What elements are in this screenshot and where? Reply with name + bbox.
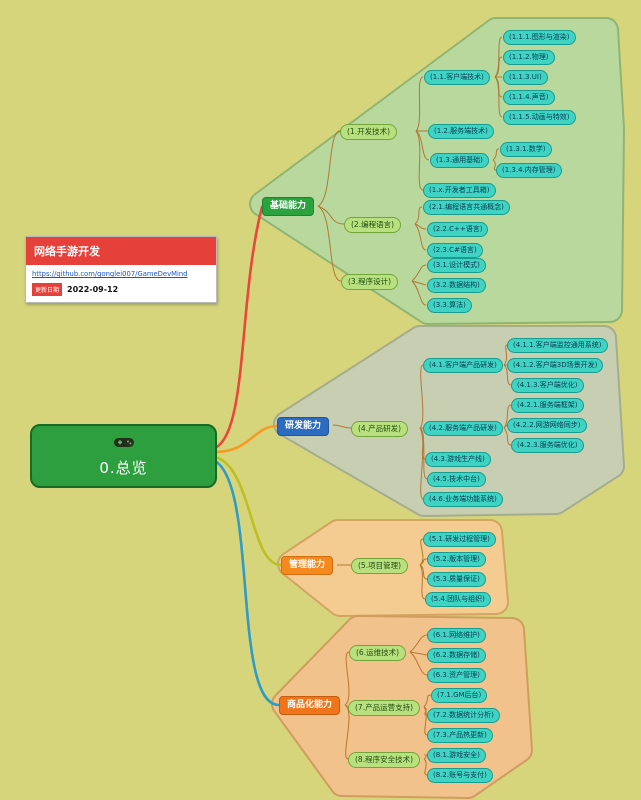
info-card: 网络手游开发 https://github.com/gonglei007/Gam… [25,236,217,303]
node-3-1[interactable]: (3.1.设计模式) [427,258,486,273]
node-4-1-2[interactable]: (4.1.2.客户端3D场景开发) [507,358,604,373]
info-card-body: https://github.com/gonglei007/GameDevMin… [26,265,216,302]
node-3-3[interactable]: (3.3.算法) [427,298,472,313]
node-5-3[interactable]: (5.3.质量保证) [427,572,486,587]
node-1-2[interactable]: (1.2.服务端技术) [428,124,494,139]
node-8[interactable]: (8.程序安全技术) [348,752,421,768]
node-1-1-1[interactable]: (1.1.1.图形与渲染) [503,30,576,45]
node-5[interactable]: (5.项目管理) [351,558,409,574]
node-3[interactable]: (3.程序设计) [341,274,399,290]
node-2-2[interactable]: (2.2.C++语言) [427,222,489,237]
root-node[interactable]: 0.总览 [30,424,217,488]
node-1-1-4[interactable]: (1.1.4.声音) [503,90,555,105]
node-3-2[interactable]: (3.2.数据结构) [427,278,486,293]
node-1-3-4[interactable]: (1.3.4.内存管理) [496,163,562,178]
node-4-2[interactable]: (4.2.服务端产品研发) [423,421,503,436]
node-1[interactable]: (1.开发技术) [340,124,398,140]
node-2-1[interactable]: (2.1.编程语言共通概念) [423,200,510,215]
node-8-2[interactable]: (8.2.账号与支付) [427,768,493,783]
node-1-1-2[interactable]: (1.1.2.物理) [503,50,555,65]
node-2[interactable]: (2.编程语言) [344,217,402,233]
node-6-2[interactable]: (6.2.数据存储) [427,648,486,663]
branch-basic-ability[interactable]: 基础能力 [262,197,315,216]
node-4-2-1[interactable]: (4.2.1.服务端框架) [511,398,584,413]
branch-mgmt-ability[interactable]: 管理能力 [281,556,334,575]
node-7[interactable]: (7.产品运营支持) [348,700,421,716]
node-5-1[interactable]: (5.1.研发过程管理) [423,532,496,547]
node-6-1[interactable]: (6.1.网络维护) [427,628,486,643]
node-4-2-2[interactable]: (4.2.2.网游网络同步) [507,418,587,433]
update-date-value: 2022-09-12 [67,285,119,294]
node-4-1-3[interactable]: (4.1.3.客户端优化) [511,378,584,393]
gamepad-icon [113,434,135,453]
node-7-1[interactable]: (7.1.GM后台) [431,688,488,703]
node-4-3[interactable]: (4.3.游戏生产线) [425,452,491,467]
node-5-4[interactable]: (5.4.团队与组织) [425,592,491,607]
node-4-1[interactable]: (4.1.客户端产品研发) [423,358,503,373]
connector-lines [317,36,512,776]
node-2-3[interactable]: (2.3.C#语言) [427,243,483,258]
node-1-1-5[interactable]: (1.1.5.动画与特效) [503,110,576,125]
branch-rd-ability[interactable]: 研发能力 [277,417,330,436]
node-8-1[interactable]: (8.1.游戏安全) [427,748,486,763]
node-1-3[interactable]: (1.3.通用基础) [430,153,489,168]
root-branch-edges [213,205,283,707]
node-7-3[interactable]: (7.3.产品热更新) [427,728,493,743]
info-card-title: 网络手游开发 [26,237,216,265]
node-5-2[interactable]: (5.2.版本管理) [427,552,486,567]
node-4-1-1[interactable]: (4.1.1.客户端监控通用系统) [507,338,608,353]
root-label: 0.总览 [99,459,148,477]
github-link[interactable]: https://github.com/gonglei007/GameDevMin… [32,270,188,278]
node-6[interactable]: (6.运维技术) [349,645,407,661]
branch-comm-ability[interactable]: 商品化能力 [279,696,341,715]
update-date-label: 更新日期 [32,283,63,296]
node-4-2-3[interactable]: (4.2.3.服务端优化) [511,438,584,453]
node-1-1-3[interactable]: (1.1.3.UI) [503,70,548,85]
node-4-5[interactable]: (4.5.技术中台) [427,472,486,487]
node-4-6[interactable]: (4.6.业务端功能系统) [423,492,503,507]
node-1-3-1[interactable]: (1.3.1.数学) [500,142,552,157]
node-4[interactable]: (4.产品研发) [351,421,409,437]
node-6-3[interactable]: (6.3.资产管理) [427,668,486,683]
node-7-2[interactable]: (7.2.数据统计分析) [427,708,500,723]
node-1-1[interactable]: (1.1.客户端技术) [424,70,490,85]
update-date-row: 更新日期 2022-09-12 [32,283,210,296]
node-1-x[interactable]: (1.x.开发者工具箱) [423,183,496,198]
